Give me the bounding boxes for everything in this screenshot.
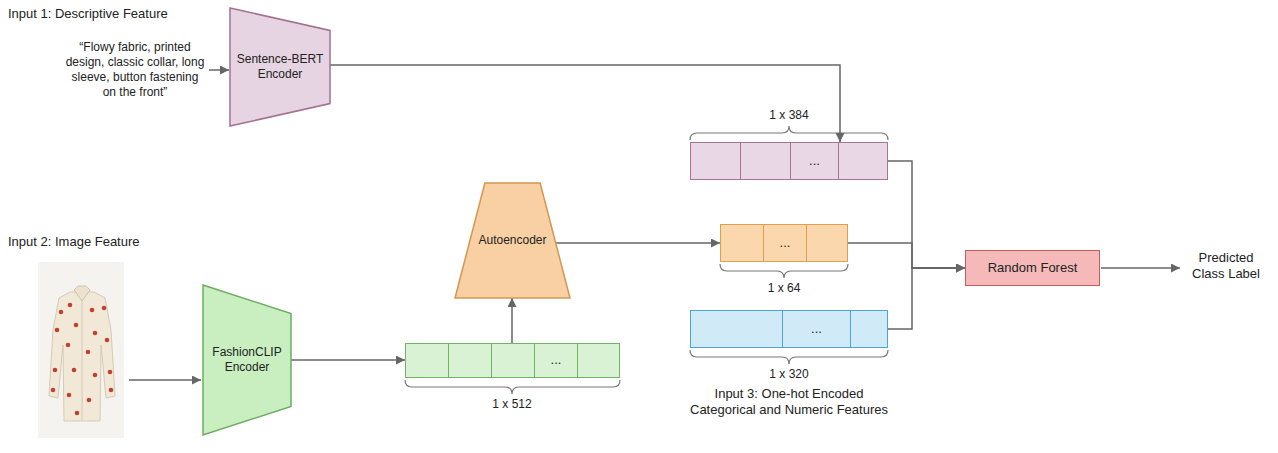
node-label: Autoencoder [455, 233, 570, 248]
connector-arrow [291, 359, 405, 361]
input-arrow [209, 69, 229, 71]
shirt-body [49, 292, 115, 421]
node-label: Sentence-BERT Encoder [230, 52, 330, 82]
dimension-label: 1 x 320 [749, 367, 829, 382]
node-label: Random Forest [966, 260, 1099, 276]
input-heading-text: Input 3: One-hot Encoded Categorical and… [690, 386, 888, 417]
connector-arrow [888, 268, 965, 329]
vector-cell: ... [783, 311, 851, 347]
dimension-brace [690, 126, 888, 140]
input-heading-text: Input 1: Descriptive Feature [8, 6, 168, 21]
vector-cell [721, 225, 764, 261]
connector-arrow [511, 298, 513, 343]
model-box: Random Forest [965, 250, 1100, 286]
vector-cell [741, 143, 791, 179]
vector-cell: ... [535, 344, 578, 377]
dimension-label: 1 x 64 [744, 281, 824, 296]
input-arrow [129, 379, 201, 381]
vector-cell [492, 344, 535, 377]
connector-arrow [330, 65, 840, 142]
connector-arrow [556, 242, 720, 244]
connector-arrow [848, 243, 965, 268]
input-heading-text: Input 2: Image Feature [8, 234, 140, 249]
shirt-dots [51, 303, 114, 416]
dimension-brace [720, 264, 848, 278]
shirt-placket [82, 301, 83, 421]
output-label: Predicted Class Label [1186, 250, 1266, 283]
output-arrow [1101, 267, 1180, 269]
vector-cell: ... [764, 225, 807, 261]
feature-vector: ... [690, 310, 888, 348]
node-label: FashionCLIP Encoder [203, 345, 291, 375]
example-text-text: “Flowy fabric, printed design, classic c… [66, 40, 205, 99]
feature-vector: ... [690, 142, 888, 180]
dimension-label: 1 x 512 [472, 397, 552, 412]
feature-vector: ... [405, 343, 620, 378]
trapezoid-fill [455, 183, 570, 298]
vector-cell [406, 344, 449, 377]
ellipsis-text: ... [535, 352, 577, 368]
photo-ground [38, 262, 124, 438]
shirt-photo [38, 262, 124, 438]
output-label-text: Predicted Class Label [1192, 250, 1260, 281]
connector-arrow [888, 161, 965, 268]
dimension-label: 1 x 384 [749, 108, 829, 123]
input-heading: Input 3: One-hot Encoded Categorical and… [684, 386, 894, 419]
autoencoder-trapezoid: Autoencoder [455, 183, 570, 298]
feature-vector: ... [720, 224, 848, 262]
trapezoid-fill [230, 8, 330, 126]
dimension-label-text: 1 x 512 [492, 397, 531, 411]
encoder-trapezoid: FashionCLIP Encoder [203, 285, 291, 435]
shirt-collar [74, 286, 90, 301]
encoder-trapezoid: Sentence-BERT Encoder [230, 8, 330, 126]
vector-cell: ... [791, 143, 839, 179]
vector-cell [807, 225, 847, 261]
input-heading: Input 2: Image Feature [8, 234, 208, 250]
vector-cell [449, 344, 492, 377]
dimension-label-text: 1 x 384 [769, 108, 808, 122]
vector-cell [839, 143, 887, 179]
vector-cell [691, 143, 741, 179]
ellipsis-text: ... [783, 321, 850, 337]
vector-cell [691, 311, 783, 347]
input-heading: Input 1: Descriptive Feature [8, 6, 248, 22]
dimension-label-text: 1 x 320 [769, 367, 808, 381]
dimension-label-text: 1 x 64 [768, 281, 801, 295]
trapezoid-fill [203, 285, 291, 435]
ellipsis-text: ... [764, 235, 806, 251]
vector-cell [851, 311, 887, 347]
dimension-brace [405, 380, 620, 394]
example-text: “Flowy fabric, printed design, classic c… [65, 40, 205, 100]
dimension-brace [690, 350, 888, 364]
ellipsis-text: ... [791, 153, 838, 169]
vector-cell [578, 344, 619, 377]
